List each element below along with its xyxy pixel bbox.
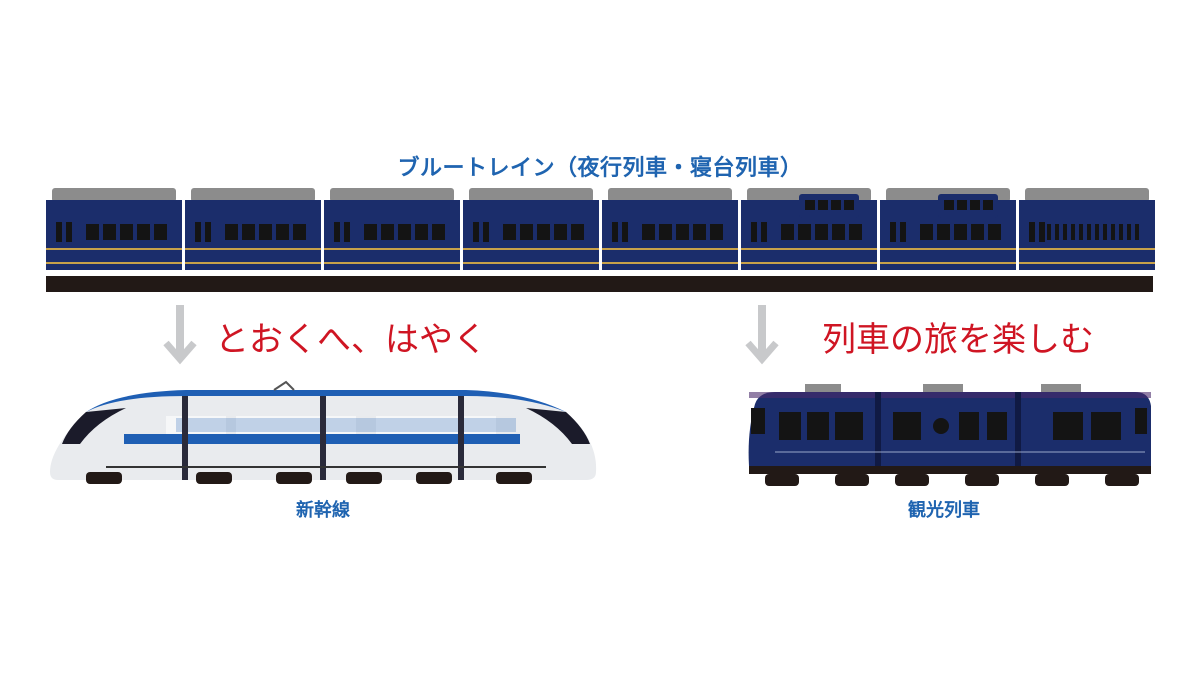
bogie: [895, 474, 929, 486]
diagram-title: ブルートレイン（夜行列車・寝台列車）: [397, 156, 803, 181]
sleeper-car: [46, 188, 182, 270]
sightseeing-train-illustration: [748, 384, 1151, 486]
sleeper-car: [185, 188, 321, 270]
bogie: [496, 472, 532, 484]
sightseeing-caption: 観光列車: [908, 500, 980, 521]
speed-message: とおくへ、はやく: [215, 320, 487, 360]
sleeper-car: [463, 188, 599, 270]
shinkansen-caption: 新幹線: [296, 500, 350, 521]
shinkansen-illustration: [50, 380, 597, 484]
bogie: [196, 472, 232, 484]
sleeper-car: [602, 188, 738, 270]
down-arrow-icon: [745, 305, 779, 365]
enjoy-message: 列車の旅を楽しむ: [822, 320, 1094, 360]
bogie: [1105, 474, 1139, 486]
bogie: [1035, 474, 1069, 486]
bogie: [86, 472, 122, 484]
sleeper-car: [880, 188, 1016, 270]
sleeper-car: [1019, 188, 1155, 270]
bogie: [765, 474, 799, 486]
sleeper-car: [741, 188, 877, 270]
bogie: [276, 472, 312, 484]
bogie: [965, 474, 999, 486]
track-bed: [46, 276, 1153, 292]
bogie: [835, 474, 869, 486]
down-arrow-icon: [163, 305, 197, 365]
bogie: [346, 472, 382, 484]
blue-train-illustration: [46, 188, 1155, 292]
sleeper-car: [324, 188, 460, 270]
bogie: [416, 472, 452, 484]
